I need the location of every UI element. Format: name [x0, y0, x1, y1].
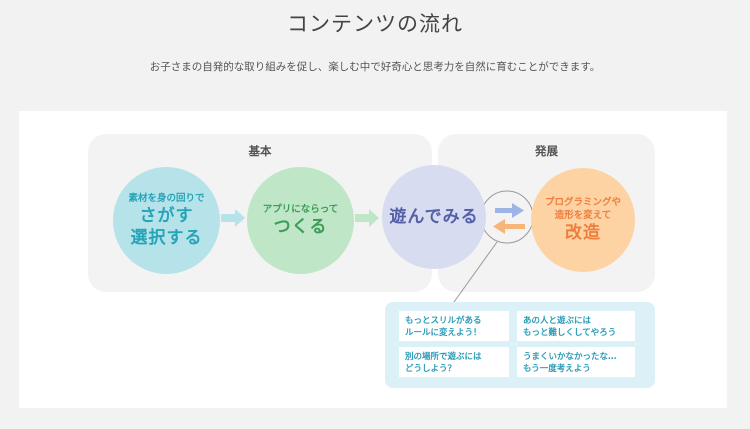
arrow-right-icon — [355, 209, 379, 227]
idea-card: もっとスリルがある ルールに変えよう！ — [399, 311, 509, 341]
idea-line: どうしよう？ — [405, 364, 457, 374]
page-lead-text: お子さまの自発的な取り組みを促し、楽しむ中で好奇心と思考力を自然に育むことができ… — [149, 61, 601, 73]
step-search-title-2: 選択する — [130, 228, 203, 248]
step-modify-caption-1: プログラミングや — [544, 197, 621, 208]
step-modify-circle: プログラミングや 造形を変えて 改造 — [531, 168, 635, 272]
step-play-circle: 遊んでみる — [382, 165, 486, 269]
arrow-right-icon — [495, 203, 524, 218]
step-modify-caption-2: 造形を変えて — [554, 210, 612, 221]
idea-line: もう一度考えよう — [523, 364, 591, 374]
idea-card: うまくいかなかったな… もう一度考えよう — [517, 347, 635, 377]
idea-card: あの人と遊ぶには もっと難しくしてやろう — [517, 311, 635, 341]
flow-arrows — [221, 190, 534, 303]
arrow-left-icon — [493, 219, 525, 234]
pointer-line — [453, 241, 498, 303]
development-zone-label: 発展 — [535, 144, 558, 158]
idea-line: 別の場所で遊ぶには — [405, 352, 482, 362]
step-play-title: 遊んでみる — [389, 207, 479, 227]
page-title: コンテンツの流れ — [287, 12, 463, 36]
arrow-right-icon — [221, 209, 245, 227]
idea-line: ルールに変えよう！ — [405, 328, 482, 338]
step-make-title: つくる — [273, 217, 328, 237]
idea-line: もっとスリルがある — [405, 316, 482, 326]
step-make-circle: アプリにならって つくる — [247, 167, 354, 274]
step-make-caption: アプリにならって — [262, 204, 339, 215]
step-modify-title: 改造 — [565, 223, 601, 243]
flow-diagram-panel: 基本 発展 — [19, 111, 727, 408]
focus-ring — [480, 190, 534, 244]
step-search-caption: 素材を身の回りで — [128, 193, 205, 204]
ideas-box: もっとスリルがある ルールに変えよう！ あの人と遊ぶには もっと難しくしてやろう… — [385, 302, 655, 388]
basic-zone-label: 基本 — [248, 144, 272, 158]
idea-line: あの人と遊ぶには — [523, 316, 592, 326]
step-search-circle: 素材を身の回りで さがす 選択する — [113, 167, 220, 274]
idea-line: もっと難しくしてやろう — [523, 328, 617, 338]
idea-line: うまくいかなかったな… — [523, 352, 617, 362]
idea-card: 別の場所で遊ぶには どうしよう？ — [399, 347, 509, 377]
step-search-title-1: さがす — [139, 206, 194, 226]
